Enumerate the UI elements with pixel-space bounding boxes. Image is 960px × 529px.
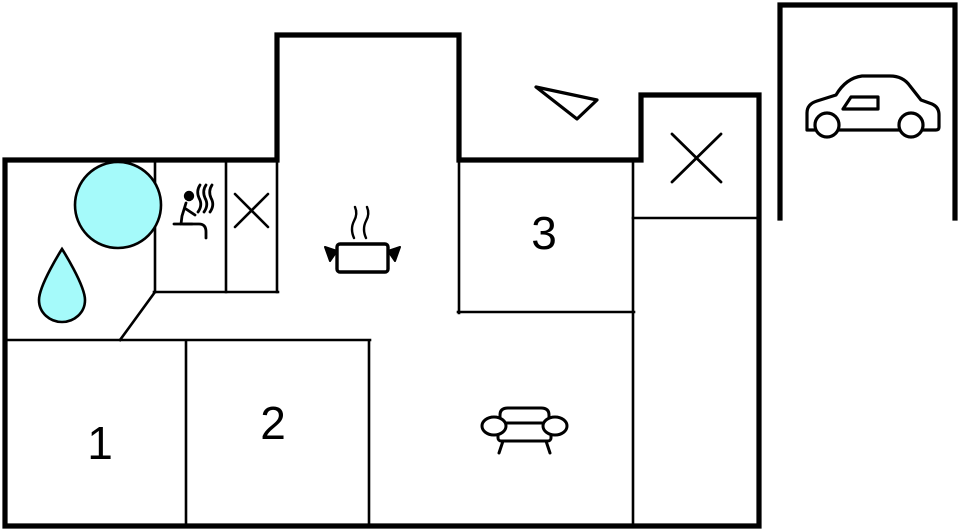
cross-line-b — [670, 132, 723, 184]
sofa-leg-right-icon — [544, 439, 552, 455]
car-wheel-rear-icon — [897, 111, 925, 139]
sauna-person-leg-icon — [181, 222, 208, 240]
sauna-steam-1-icon — [196, 183, 203, 214]
cross-x-icon — [233, 192, 270, 229]
wall-outer-main — [2, 32, 762, 529]
main-floor-fill — [5, 35, 759, 526]
cross-line-b — [233, 192, 270, 229]
wall-bath-diagonal — [118, 290, 157, 342]
sauna-steam-2-icon — [202, 183, 209, 214]
room-number-2: 2 — [260, 397, 286, 449]
stairs-triangle-icon — [534, 85, 599, 121]
sauna-steam-3-icon — [208, 183, 215, 214]
car-wheel-front-icon — [813, 111, 841, 139]
sofa-arm-right-icon — [541, 415, 569, 437]
sauna-icon — [172, 183, 215, 240]
wall-carport — [777, 2, 958, 221]
car-icon — [805, 74, 941, 139]
pot-steam-1-icon — [350, 205, 358, 240]
interior-walls-group — [3, 158, 761, 528]
water-drop-icon — [37, 246, 87, 324]
pot-handle-right-icon — [387, 246, 401, 262]
car-window-icon — [841, 95, 880, 111]
pot-handle-left-icon — [324, 246, 338, 262]
whirlpool-circle-icon — [73, 160, 163, 250]
cross-x-icon — [670, 132, 723, 184]
pot-steam-2-icon — [362, 205, 370, 240]
sauna-person-head-icon — [183, 190, 195, 202]
sauna-person-arm-icon — [184, 207, 197, 217]
cooking-pot-icon — [324, 205, 401, 274]
sofa-icon — [480, 406, 569, 455]
sauna-person-body-icon — [179, 201, 188, 226]
pot-body-icon — [335, 242, 390, 274]
sofa-arm-left-icon — [480, 415, 508, 437]
room-number-1: 1 — [87, 417, 113, 469]
room-number-3: 3 — [531, 207, 557, 259]
sofa-leg-left-icon — [497, 439, 505, 455]
sofa-back-icon — [498, 406, 551, 426]
